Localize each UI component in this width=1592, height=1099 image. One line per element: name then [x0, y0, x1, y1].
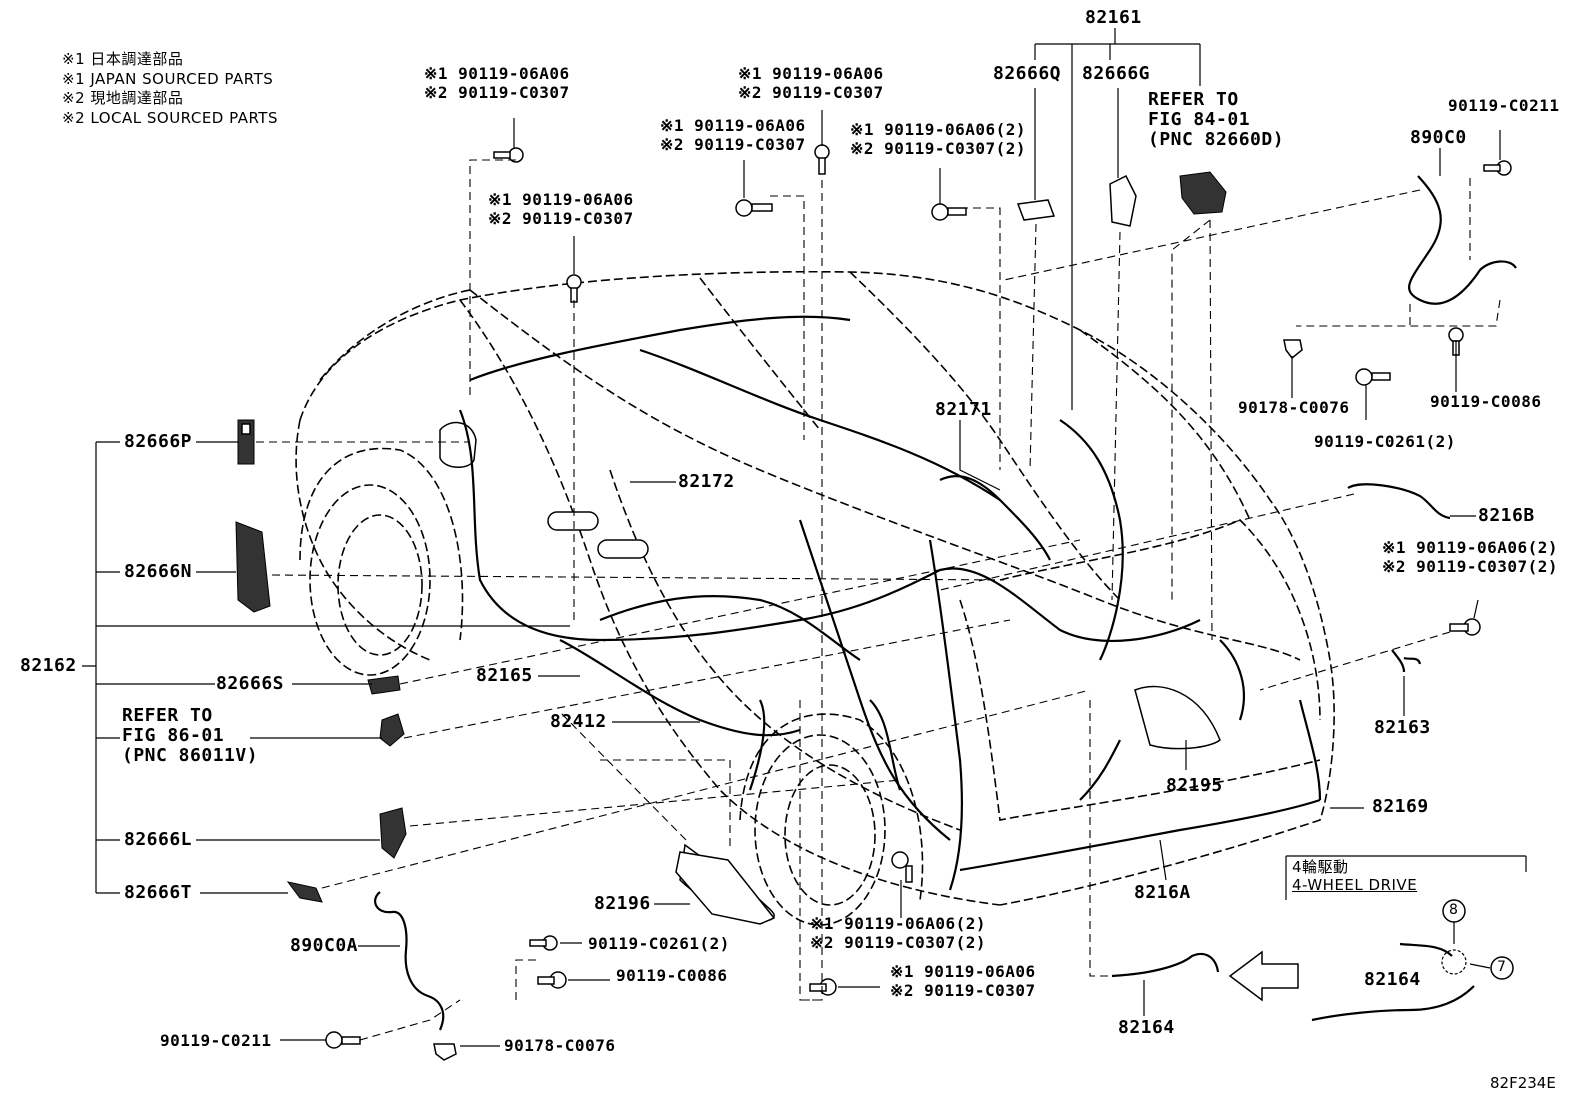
- note-line: ※2 LOCAL SOURCED PARTS: [62, 108, 278, 127]
- label-90119-C0261-left: 90119-C0261(2): [588, 934, 730, 953]
- refer-top-line: REFER TO: [1148, 89, 1239, 110]
- label-90119-C0211-left: 90119-C0211: [160, 1031, 272, 1050]
- fastener-line: ※1 90119-06A06: [738, 64, 884, 83]
- label-82171: 82171: [935, 399, 992, 420]
- refer-top: REFER TO FIG 84-01 (PNC 82660D): [1148, 90, 1284, 150]
- note-line: ※2 現地調達部品: [62, 89, 184, 107]
- part-82196: [675, 851, 776, 925]
- refer-top-line: (PNC 82660D): [1148, 129, 1285, 150]
- fastener-line: ※1 90119-06A06: [890, 962, 1036, 981]
- label-82161: 82161: [1085, 7, 1142, 28]
- label-90178-C0076-left: 90178-C0076: [504, 1036, 616, 1055]
- label-82162: 82162: [20, 655, 77, 676]
- legend-notes: ※1 日本調達部品 ※1 JAPAN SOURCED PARTS ※2 現地調達…: [62, 50, 278, 128]
- label-82666Q: 82666Q: [993, 63, 1062, 84]
- label-90119-C0211-right: 90119-C0211: [1448, 96, 1560, 115]
- callout-7: 7: [1497, 959, 1506, 975]
- label-82412: 82412: [550, 711, 607, 732]
- fastener-line: ※2 90119-C0307: [660, 135, 806, 154]
- fastener-pair-f: ※1 90119-06A06(2) ※2 90119-C0307(2): [1382, 538, 1558, 576]
- part-82666Q: [1016, 199, 1056, 221]
- vehicle-body-outline: [295, 270, 1335, 926]
- refer-left-line: FIG 86-01: [122, 725, 225, 746]
- fastener-pair-c: ※1 90119-06A06 ※2 90119-C0307: [738, 64, 884, 102]
- label-90119-C0261-right: 90119-C0261(2): [1314, 432, 1456, 451]
- label-8216B: 8216B: [1478, 505, 1535, 526]
- part-82163: [1391, 649, 1422, 673]
- label-82172: 82172: [678, 471, 735, 492]
- fastener-line: ※2 90119-C0307: [890, 981, 1036, 1000]
- note-line: ※1 JAPAN SOURCED PARTS: [62, 69, 274, 88]
- label-82666N: 82666N: [124, 561, 193, 582]
- part-82666N: [235, 521, 271, 613]
- part-82666P: [237, 419, 255, 465]
- fastener-line: ※2 90119-C0307: [424, 83, 570, 102]
- four-wheel-drive-note: 4輪駆動 4-WHEEL DRIVE: [1292, 858, 1417, 894]
- part-82666S: [367, 675, 401, 695]
- label-90119-C0086-left: 90119-C0086: [616, 966, 728, 985]
- wire-harness-main: [458, 315, 1322, 891]
- diagram-code: 82F234E: [1490, 1074, 1556, 1092]
- fastener-line: ※2 90119-C0307(2): [1382, 557, 1559, 576]
- fastener-pair-g: ※1 90119-06A06(2) ※2 90119-C0307(2): [810, 914, 986, 952]
- fastener-pair-e: ※1 90119-06A06(2) ※2 90119-C0307(2): [850, 120, 1026, 158]
- part-82666T: [286, 881, 323, 903]
- bolt-icons: [325, 144, 1512, 1061]
- label-890C0A: 890C0A: [290, 935, 359, 956]
- fastener-line: ※1 90119-06A06(2): [1382, 538, 1559, 557]
- label-890C0: 890C0: [1410, 127, 1467, 148]
- part-890C0: [1408, 175, 1517, 305]
- callout-8: 8: [1449, 902, 1458, 918]
- part-82660D: [1179, 171, 1227, 215]
- part-82666L: [379, 807, 407, 859]
- drive-box-line: 4輪駆動: [1292, 858, 1349, 876]
- label-82666T: 82666T: [124, 882, 193, 903]
- label-82666L: 82666L: [124, 829, 193, 850]
- fastener-pair-b: ※1 90119-06A06 ※2 90119-C0307: [488, 190, 634, 228]
- part-82666G: [1109, 174, 1137, 227]
- fastener-line: ※1 90119-06A06(2): [810, 914, 987, 933]
- part-8216B: [1347, 483, 1451, 520]
- leader-lines: [82, 28, 1527, 1047]
- refer-left: REFER TO FIG 86-01 (PNC 86011V): [122, 706, 258, 766]
- fastener-pair-a: ※1 90119-06A06 ※2 90119-C0307: [424, 64, 570, 102]
- label-82666P: 82666P: [124, 431, 193, 452]
- fastener-line: ※2 90119-C0307: [738, 83, 884, 102]
- part-82164-a: [1111, 952, 1220, 978]
- fastener-line: ※1 90119-06A06: [424, 64, 570, 83]
- label-82164: 82164: [1118, 1017, 1175, 1038]
- fastener-line: ※2 90119-C0307: [488, 209, 634, 228]
- fastener-line: ※2 90119-C0307(2): [810, 933, 987, 952]
- note-line: ※1 日本調達部品: [62, 50, 184, 68]
- refer-left-line: REFER TO: [122, 705, 213, 726]
- label-8216A: 8216A: [1134, 882, 1191, 903]
- part-890C0A: [374, 891, 445, 1031]
- fastener-line: ※1 90119-06A06: [660, 116, 806, 135]
- callout-circles: [1441, 899, 1514, 980]
- fastener-line: ※1 90119-06A06(2): [850, 120, 1027, 139]
- label-82163: 82163: [1374, 717, 1431, 738]
- fastener-pair-d: ※1 90119-06A06 ※2 90119-C0307: [660, 116, 806, 154]
- fastener-pair-h: ※1 90119-06A06 ※2 90119-C0307: [890, 962, 1036, 1000]
- drive-box-line: 4-WHEEL DRIVE: [1292, 876, 1418, 894]
- refer-left-line: (PNC 86011V): [122, 745, 259, 766]
- part-86011V: [379, 713, 405, 747]
- label-90119-C0086-right: 90119-C0086: [1430, 392, 1542, 411]
- label-82666G: 82666G: [1082, 63, 1151, 84]
- part-82164-b: [1311, 942, 1475, 1022]
- fastener-line: ※2 90119-C0307(2): [850, 139, 1027, 158]
- refer-top-line: FIG 84-01: [1148, 109, 1251, 130]
- label-90178-C0076-right: 90178-C0076: [1238, 398, 1350, 417]
- label-82196: 82196: [594, 893, 651, 914]
- label-82164-4wd: 82164: [1364, 969, 1421, 990]
- label-82165: 82165: [476, 665, 533, 686]
- label-82666S: 82666S: [216, 673, 285, 694]
- label-82195: 82195: [1166, 775, 1223, 796]
- reference-dash-lines: [256, 159, 1501, 1041]
- label-82169: 82169: [1372, 796, 1429, 817]
- fastener-line: ※1 90119-06A06: [488, 190, 634, 209]
